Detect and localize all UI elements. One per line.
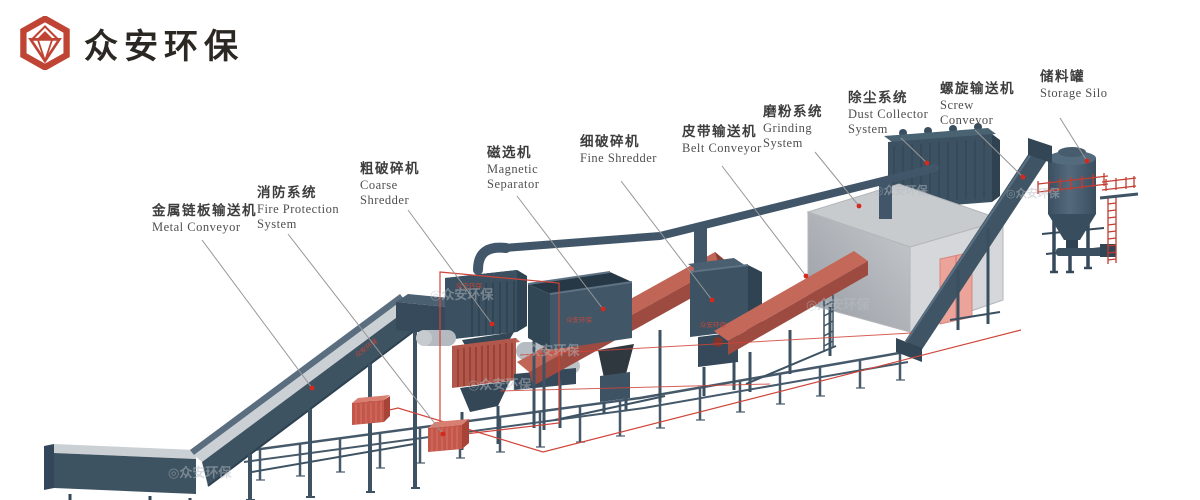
leader-fire-protection <box>287 233 446 437</box>
belt-conveyor-machine <box>713 251 868 392</box>
watermark-text: ◎众安环保 ◎众安环保 ◎众安环保 ◎众安环保 ◎众安环保 ◎众安环保 ◎众安环… <box>168 183 1061 481</box>
svg-text:众安环保: 众安环保 <box>566 315 593 324</box>
svg-text:◎众安环保: ◎众安环保 <box>806 297 870 313</box>
fire-cabinet-box <box>352 395 390 425</box>
svg-text:众安环保: 众安环保 <box>456 281 483 290</box>
label-fine-shredder: 细破碎机 Fine Shredder <box>580 134 660 166</box>
label-belt-conveyor: 皮带输送机 Belt Conveyor <box>682 124 812 156</box>
dust-suction-pipe <box>500 164 939 252</box>
brand-logo: 众安环保 <box>18 15 244 71</box>
svg-text:◎众安环保: ◎众安环保 <box>430 287 494 303</box>
leader-dust-collector <box>900 137 930 166</box>
label-fire-protection-system: 消防系统 Fire Protection System <box>257 185 369 232</box>
label-zh: 金属链板输送机 <box>152 203 257 218</box>
silo-red-railing <box>1037 173 1137 264</box>
label-en: Fine Shredder <box>580 151 657 165</box>
svg-text:◎众安环保: ◎众安环保 <box>468 377 532 393</box>
fire-protection-equipment <box>352 271 1022 453</box>
leader-coarse-shredder <box>407 209 495 327</box>
svg-text:◎众安环保: ◎众安环保 <box>168 465 232 481</box>
gem-hexagon-logo-icon <box>18 15 72 71</box>
storage-silo-machine <box>1037 147 1139 274</box>
label-zh: 磁选机 <box>487 145 532 160</box>
label-en: Dust Collector System <box>848 107 929 136</box>
fire-cabinet-box <box>428 419 469 452</box>
label-metal-conveyor: 金属链板输送机 Metal Conveyor <box>152 203 282 235</box>
svg-text:◎众安环保: ◎众安环保 <box>874 183 929 197</box>
label-en: Storage Silo <box>1040 86 1108 100</box>
leader-fine-shredder <box>620 180 715 303</box>
brand-name: 众安环保 <box>84 26 244 67</box>
label-zh: 磨粉系统 <box>763 104 823 119</box>
leader-metal-conveyor <box>201 239 315 391</box>
leader-storage-silo <box>1059 117 1090 164</box>
label-en: Screw Conveyor <box>940 98 994 127</box>
leader-belt-conveyor <box>721 165 809 279</box>
label-coarse-shredder: 粗破碎机 Coarse Shredder <box>360 161 440 208</box>
label-screw-conveyor: 螺旋输送机 Screw Conveyor <box>940 81 1030 128</box>
leader-grinding-system <box>814 151 862 209</box>
label-zh: 消防系统 <box>257 185 317 200</box>
label-en: Belt Conveyor <box>682 141 762 155</box>
label-dust-collector-system: 除尘系统 Dust Collector System <box>848 90 963 137</box>
metal-conveyor-machine <box>44 294 470 500</box>
label-zh: 皮带输送机 <box>682 124 757 139</box>
label-zh: 螺旋输送机 <box>940 81 1015 96</box>
screw-conveyor-machine <box>896 138 1052 362</box>
callout-leaders <box>201 117 1090 437</box>
label-zh: 粗破碎机 <box>360 161 420 176</box>
label-storage-silo: 储料罐 Storage Silo <box>1040 69 1110 101</box>
label-en: Grinding System <box>763 121 813 150</box>
label-en: Magnetic Separator <box>487 162 540 191</box>
label-en: Metal Conveyor <box>152 220 241 234</box>
svg-text:众安环保: 众安环保 <box>700 320 727 329</box>
label-zh: 储料罐 <box>1040 69 1085 84</box>
label-magnetic-separator: 磁选机 Magnetic Separator <box>487 145 577 192</box>
leader-magnetic-separator <box>516 195 606 312</box>
label-zh: 除尘系统 <box>848 90 908 105</box>
label-en: Coarse Shredder <box>360 178 410 207</box>
svg-text:◎众安环保: ◎众安环保 <box>1006 186 1061 200</box>
label-grinding-system: 磨粉系统 Grinding System <box>763 104 843 151</box>
leader-screw-conveyor <box>974 129 1026 180</box>
label-en: Fire Protection System <box>257 202 340 231</box>
magnetic-separator-machine <box>527 271 634 430</box>
label-zh: 细破碎机 <box>580 134 640 149</box>
svg-text:◎众安环保: ◎众安环保 <box>516 343 580 359</box>
